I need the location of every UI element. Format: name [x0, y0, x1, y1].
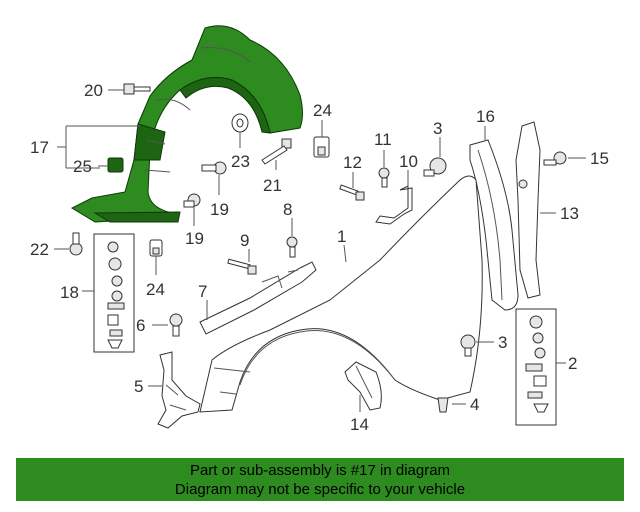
bracket-part-10[interactable]: [375, 185, 413, 225]
label-23[interactable]: 23: [231, 152, 250, 171]
label-7[interactable]: 7: [198, 282, 207, 301]
fender-liner-part-17[interactable]: [70, 25, 303, 223]
label-17[interactable]: 17: [30, 138, 49, 157]
label-22[interactable]: 21: [263, 176, 282, 195]
label-3-upper[interactable]: 3: [433, 119, 442, 138]
label-11[interactable]: 11: [374, 130, 392, 149]
info-banner: Part or sub-assembly is #17 in diagram D…: [16, 458, 624, 501]
screw-part-21[interactable]: [69, 232, 83, 256]
callout-bracket-17: [57, 125, 140, 169]
clip-part-25[interactable]: [107, 157, 124, 173]
label-15[interactable]: 14: [350, 415, 369, 434]
screw-part-20[interactable]: [123, 83, 151, 95]
label-25[interactable]: 25: [73, 157, 92, 176]
label-24-lower[interactable]: 24: [146, 280, 165, 299]
clip-part-24-top[interactable]: [313, 136, 330, 158]
bolt-part-22[interactable]: [261, 138, 292, 165]
rail-part-7[interactable]: [199, 261, 317, 335]
clip-part-24-lower[interactable]: [149, 239, 163, 257]
panel-part-16[interactable]: [469, 139, 519, 311]
screw-part-6[interactable]: [169, 313, 183, 337]
label-9[interactable]: 9: [240, 231, 249, 250]
screw-part-19-b[interactable]: [183, 193, 201, 208]
label-18[interactable]: 18: [60, 283, 79, 302]
bracket-part-13[interactable]: [515, 121, 541, 299]
label-10[interactable]: 10: [399, 152, 418, 171]
bolt-part-12[interactable]: [339, 184, 365, 201]
label-5[interactable]: 5: [134, 377, 143, 396]
nut-part-3-upper[interactable]: [423, 157, 447, 177]
label-4[interactable]: 4: [470, 395, 479, 414]
label-19-b[interactable]: 19: [185, 229, 204, 248]
block-part-15[interactable]: [344, 361, 382, 411]
label-6[interactable]: 6: [136, 316, 145, 335]
banner-line-disclaimer: Diagram may not be specific to your vehi…: [174, 481, 466, 498]
nut-part-4[interactable]: [437, 397, 449, 413]
parts-diagram: 17 25 20 23 21 19 19 24: [30, 25, 609, 434]
label-12[interactable]: 12: [343, 153, 362, 172]
banner-line-part: Part or sub-assembly is #17 in diagram: [189, 462, 451, 479]
label-3-lower[interactable]: 3: [498, 333, 507, 352]
nut-part-3-lower[interactable]: [460, 334, 476, 357]
screw-part-19-a[interactable]: [201, 161, 227, 175]
washer-part-23[interactable]: [231, 113, 249, 133]
label-1[interactable]: 1: [337, 227, 346, 246]
label-13[interactable]: 13: [560, 204, 579, 223]
fender-part-1[interactable]: [199, 175, 483, 413]
fastener-kit-part-2[interactable]: [515, 308, 557, 426]
screw-part-11[interactable]: [378, 167, 390, 188]
leader-1: [343, 244, 347, 263]
label-21[interactable]: 22: [30, 240, 49, 259]
label-2[interactable]: 2: [568, 354, 577, 373]
label-24-top[interactable]: 24: [313, 101, 332, 120]
label-14[interactable]: 15: [590, 149, 609, 168]
label-19-a[interactable]: 19: [210, 200, 229, 219]
label-16[interactable]: 16: [476, 107, 495, 126]
fastener-kit-part-18[interactable]: [93, 233, 135, 353]
bolt-part-9[interactable]: [227, 258, 257, 275]
bracket-part-5[interactable]: [157, 351, 201, 429]
label-20[interactable]: 20: [84, 81, 103, 100]
screw-part-14[interactable]: [543, 151, 567, 166]
label-8[interactable]: 8: [283, 200, 292, 219]
screw-part-8[interactable]: [286, 236, 298, 258]
